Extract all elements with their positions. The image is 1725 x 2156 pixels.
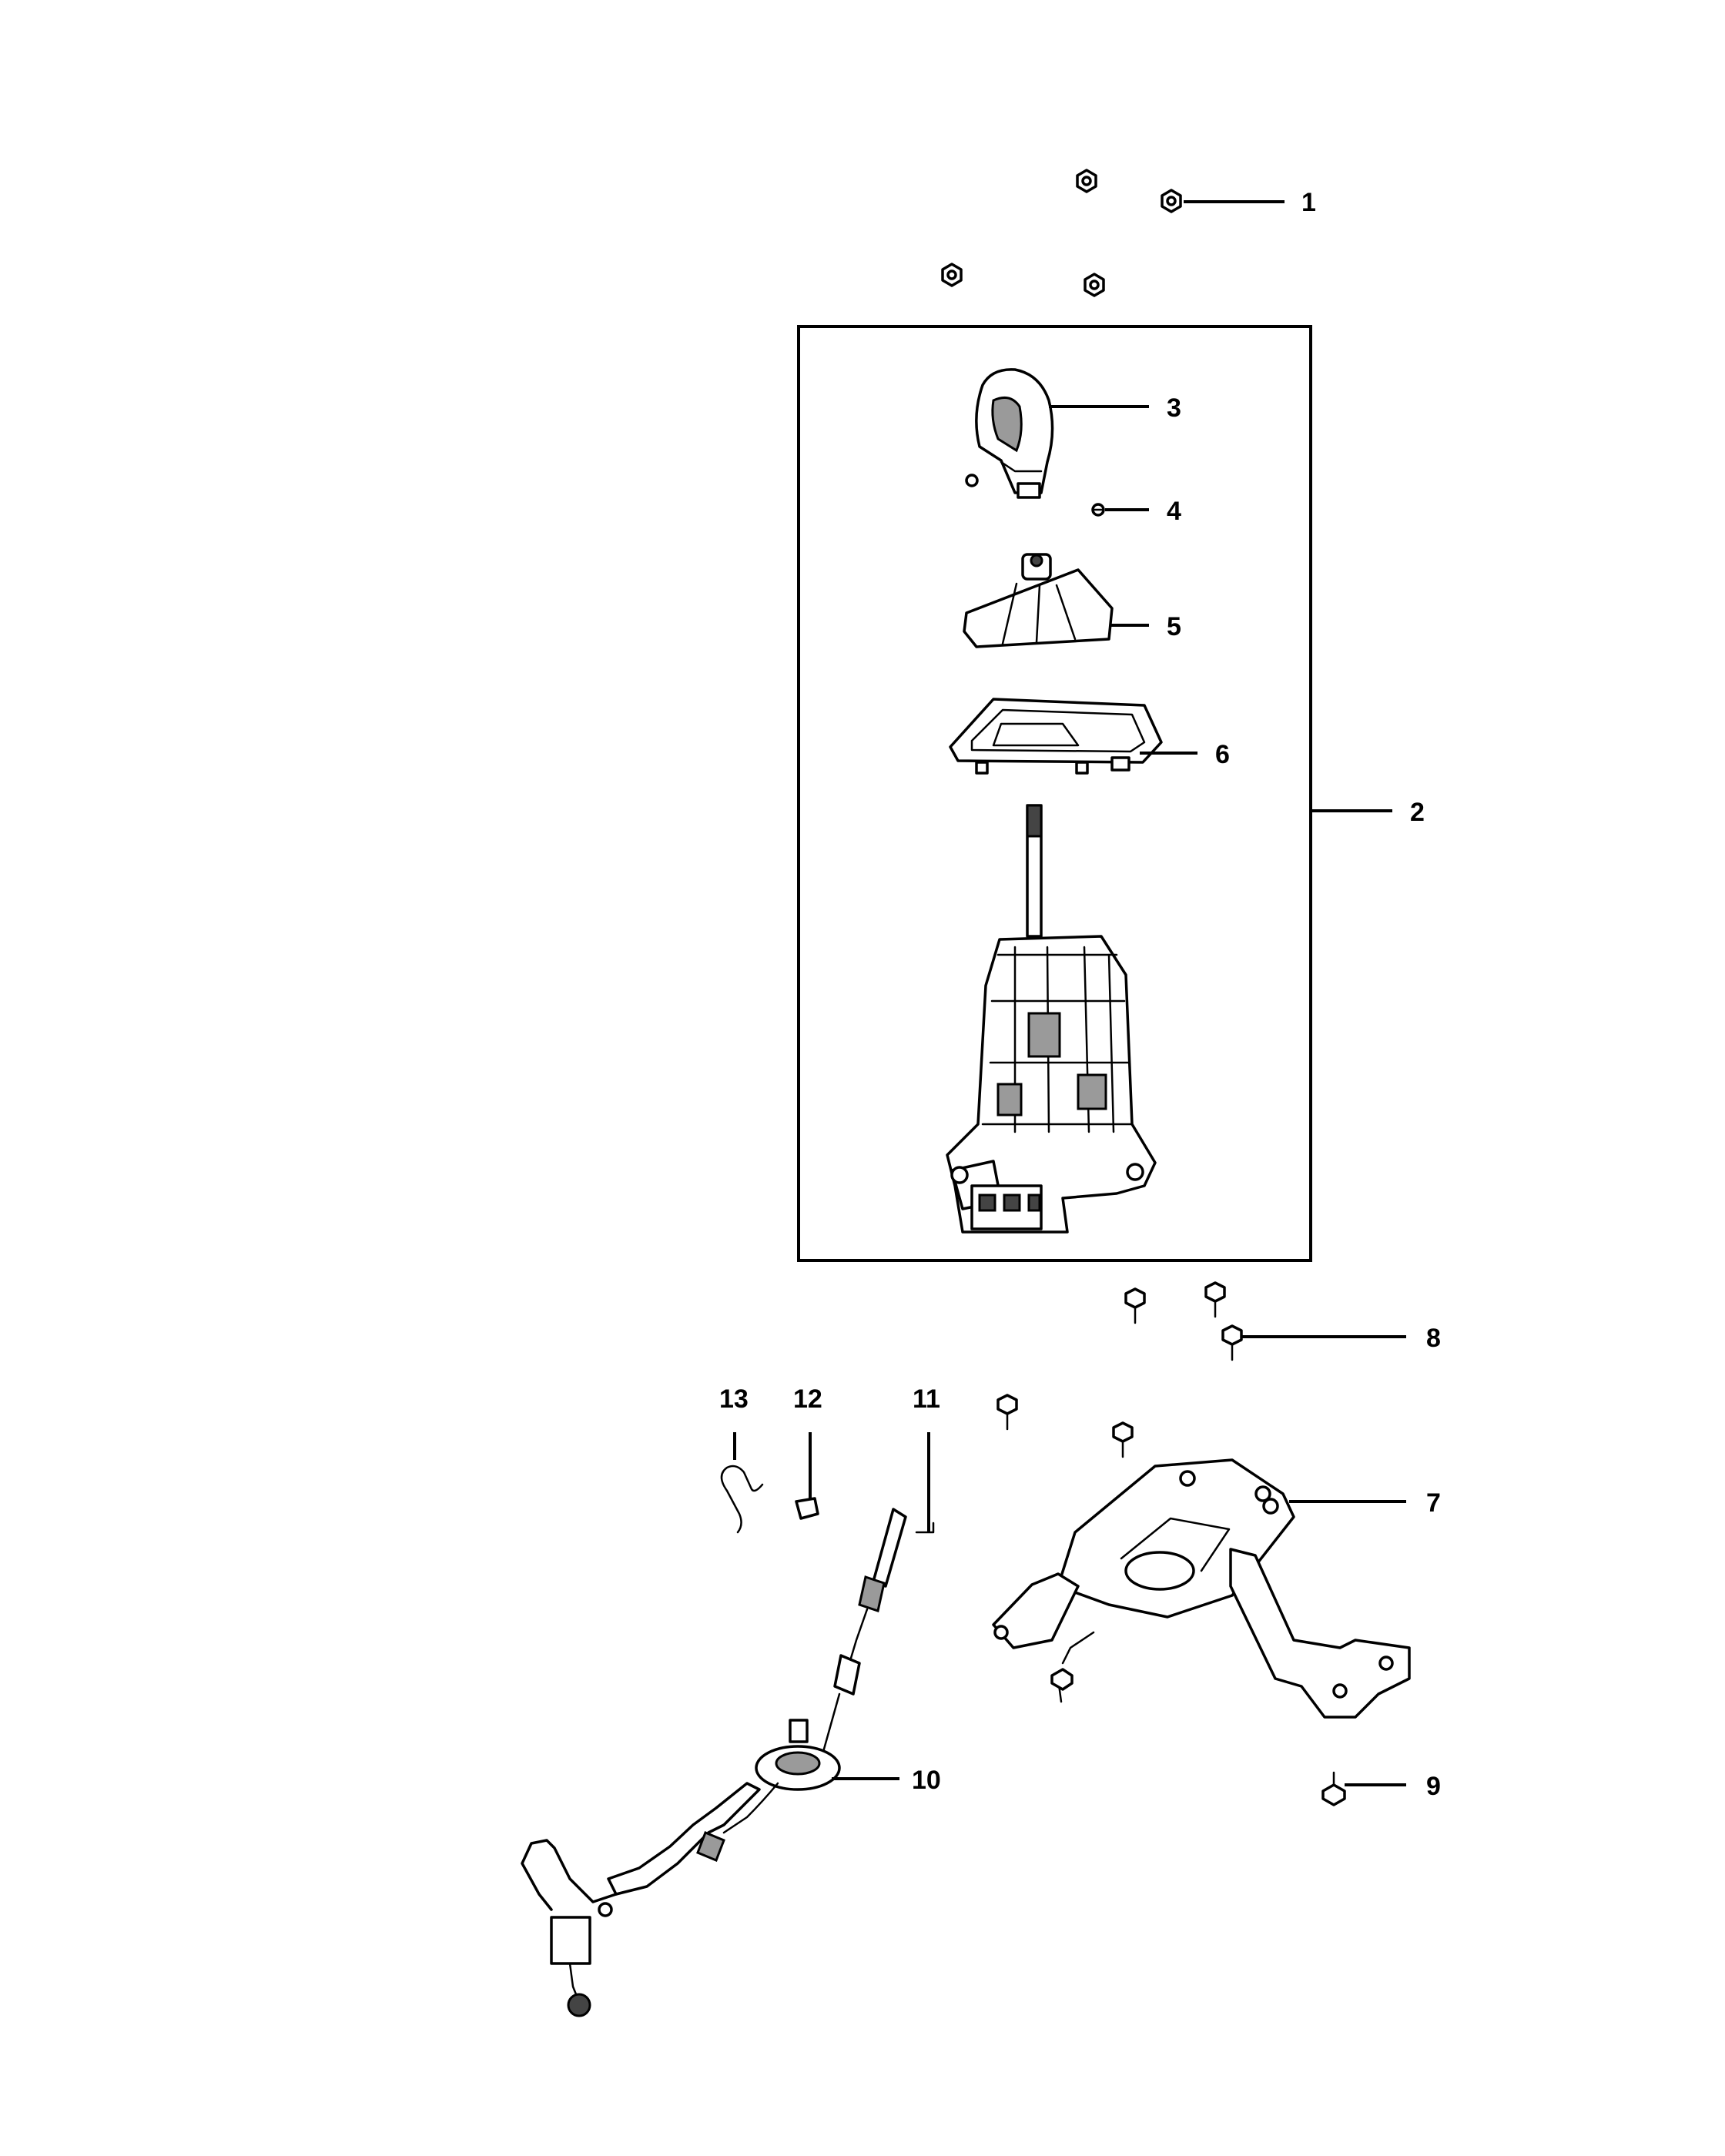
shifter-mechanism xyxy=(946,804,1157,1234)
callout-label-8: 8 xyxy=(1426,1324,1441,1353)
retaining-clip-part-13 xyxy=(720,1432,764,1534)
nut xyxy=(1161,189,1182,213)
shift-cable xyxy=(521,1508,907,2017)
shift-knob xyxy=(965,368,1054,499)
callout-label-2: 2 xyxy=(1410,798,1425,827)
trim-bezel xyxy=(949,698,1163,775)
callout-label-10: 10 xyxy=(912,1766,941,1795)
shift-boot xyxy=(963,553,1114,648)
nut xyxy=(941,263,963,287)
screw-part-9 xyxy=(1321,1771,1346,1806)
mounting-bracket xyxy=(992,1458,1411,1719)
callout-label-13: 13 xyxy=(719,1384,749,1414)
bolt xyxy=(1124,1287,1146,1324)
callout-label-3: 3 xyxy=(1167,393,1181,423)
callout-label-11: 11 xyxy=(913,1384,940,1414)
callout-label-5: 5 xyxy=(1167,612,1181,641)
bolt-group-part-8 xyxy=(996,1281,1243,1458)
callout-label-6: 6 xyxy=(1215,740,1230,769)
shifter-assembly-frame xyxy=(797,325,1312,1262)
screw xyxy=(1091,503,1105,517)
callout-label-1: 1 xyxy=(1301,188,1316,217)
bolt xyxy=(1204,1281,1226,1318)
bolt xyxy=(1112,1421,1134,1458)
clip-part-12 xyxy=(795,1432,819,1520)
bolt xyxy=(1221,1324,1243,1361)
nut-group-part-1 xyxy=(941,169,1182,297)
callout-label-9: 9 xyxy=(1426,1772,1441,1801)
callout-label-7: 7 xyxy=(1426,1488,1441,1518)
pin-part-11 xyxy=(915,1432,935,1534)
callout-label-12: 12 xyxy=(793,1384,822,1414)
nut xyxy=(1084,273,1105,297)
nut xyxy=(1076,169,1097,193)
bolt xyxy=(996,1394,1018,1431)
callout-label-4: 4 xyxy=(1167,497,1181,526)
